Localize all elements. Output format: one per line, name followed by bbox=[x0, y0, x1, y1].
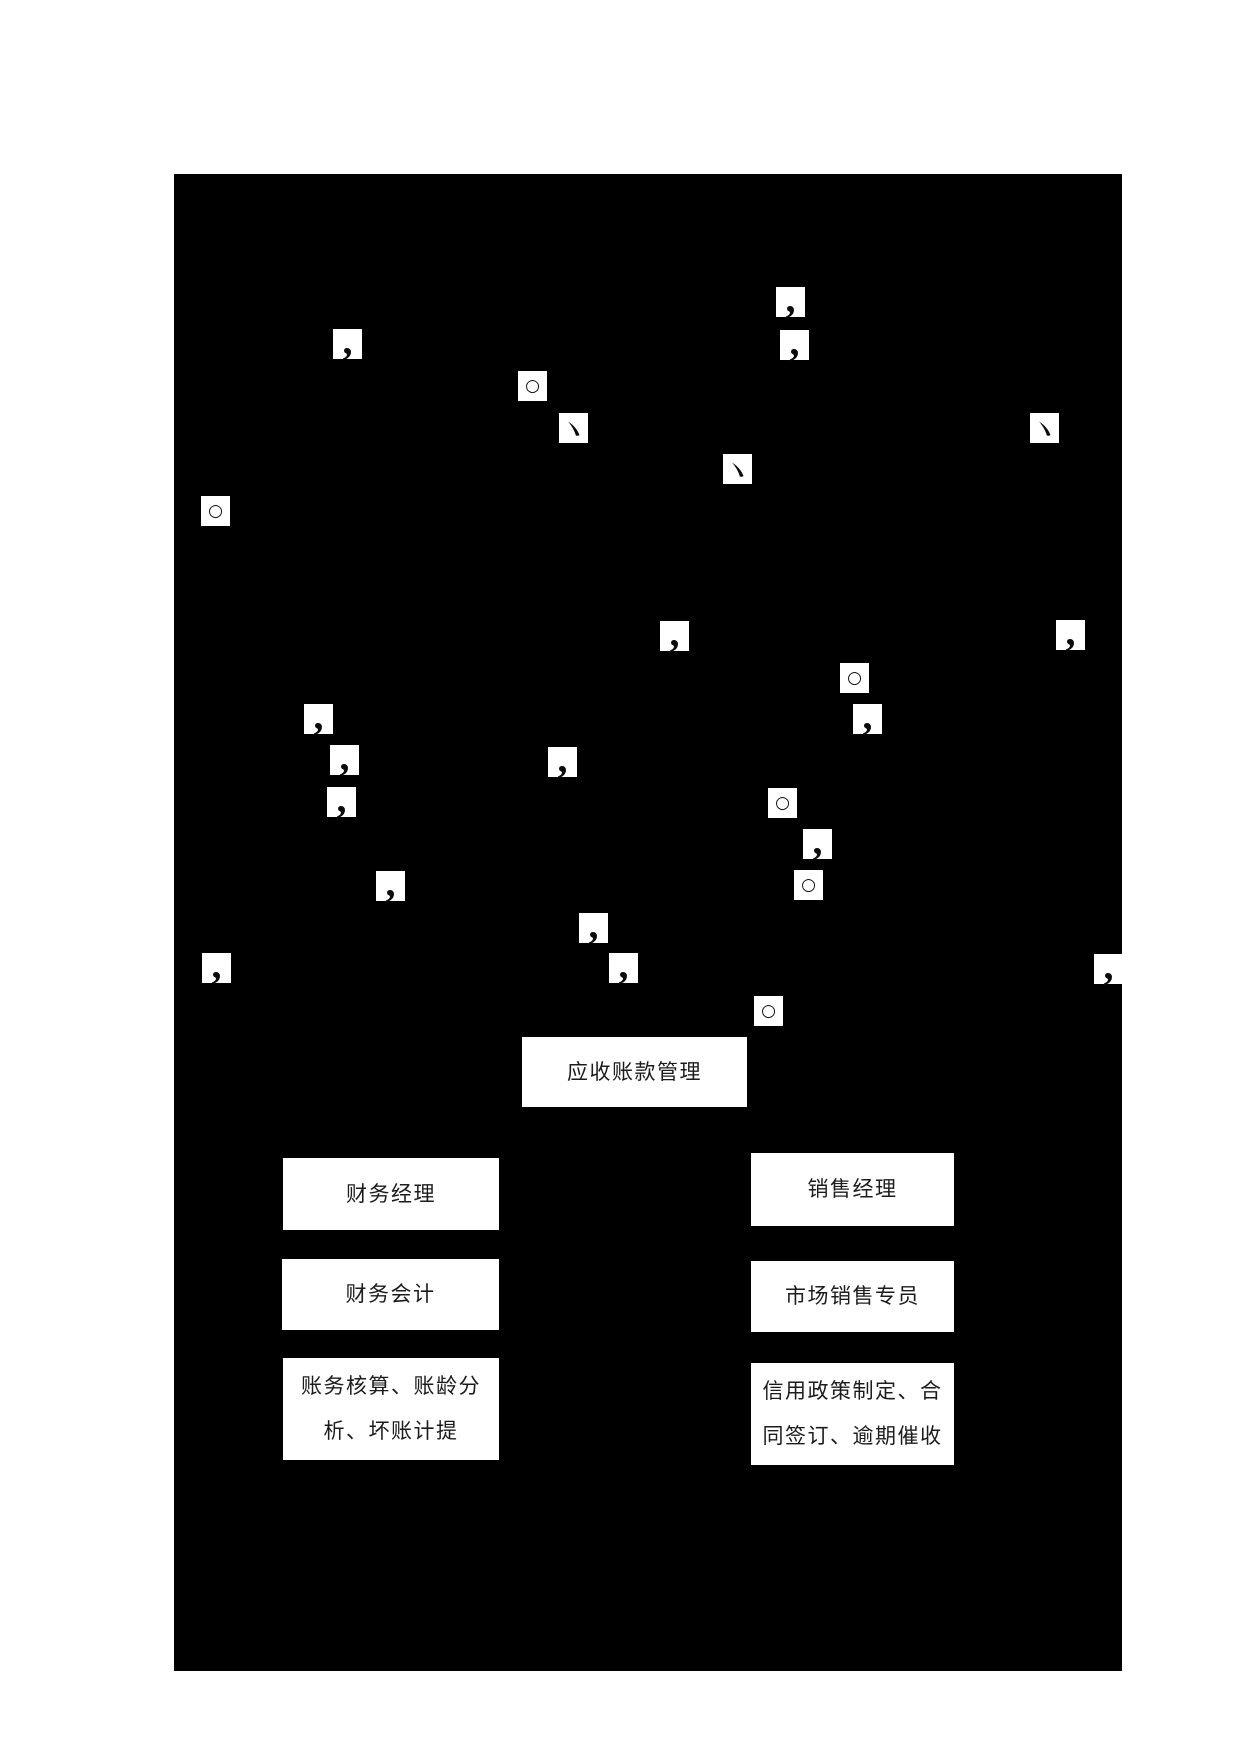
ideographic-period-mark-glyph: ○ bbox=[525, 375, 540, 396]
ideographic-period-mark: ○ bbox=[794, 870, 823, 900]
ideographic-period-mark-glyph: ○ bbox=[761, 1000, 776, 1021]
ideographic-period-mark-glyph: ○ bbox=[801, 874, 816, 895]
fullwidth-comma-mark: , bbox=[579, 905, 608, 945]
ideographic-comma-mark bbox=[723, 454, 752, 484]
fullwidth-comma-mark: , bbox=[333, 321, 362, 361]
fullwidth-comma-mark: , bbox=[803, 821, 832, 861]
ideographic-period-mark-glyph: ○ bbox=[775, 792, 790, 813]
ideographic-comma-icon bbox=[731, 462, 743, 477]
chart-box-market-sales-specialist: 市场销售专员 bbox=[751, 1261, 954, 1332]
fullwidth-comma-mark: , bbox=[548, 739, 577, 779]
ideographic-comma-mark bbox=[1030, 413, 1059, 443]
ideographic-period-mark-glyph: ○ bbox=[847, 667, 862, 688]
fullwidth-comma-mark: , bbox=[304, 696, 333, 736]
chart-box-sales-duties-line: 同签订、逾期催收 bbox=[762, 1424, 943, 1448]
ideographic-period-mark: ○ bbox=[840, 663, 869, 693]
ideographic-period-mark: ○ bbox=[768, 788, 797, 818]
ideographic-comma-mark bbox=[559, 413, 588, 443]
chart-box-sales-duties: 信用政策制定、合同签订、逾期催收 bbox=[751, 1363, 954, 1465]
fullwidth-comma-mark: , bbox=[609, 945, 638, 985]
ideographic-period-mark: ○ bbox=[754, 996, 783, 1026]
fullwidth-comma-mark: , bbox=[660, 613, 689, 653]
fullwidth-comma-mark: , bbox=[1056, 612, 1085, 652]
fullwidth-comma-mark: , bbox=[202, 945, 231, 985]
fullwidth-comma-mark: , bbox=[330, 737, 359, 777]
fullwidth-comma-mark: , bbox=[776, 279, 805, 319]
ideographic-comma-icon bbox=[567, 421, 579, 436]
chart-box-finance-duties-line: 账务核算、账龄分 bbox=[301, 1374, 481, 1398]
chart-box-sales-duties-line: 信用政策制定、合 bbox=[762, 1379, 943, 1403]
chart-box-finance-accountant: 财务会计 bbox=[282, 1259, 499, 1330]
fullwidth-comma-mark: , bbox=[780, 322, 809, 362]
chart-box-finance-duties: 账务核算、账龄分析、坏账计提 bbox=[283, 1358, 499, 1460]
ideographic-period-mark-glyph: ○ bbox=[208, 500, 223, 521]
chart-box-finance-accountant-line: 财务会计 bbox=[345, 1282, 436, 1306]
chart-box-finance-manager-line: 财务经理 bbox=[346, 1181, 436, 1206]
ideographic-period-mark: ○ bbox=[201, 496, 230, 526]
chart-box-sales-manager: 销售经理 bbox=[751, 1153, 954, 1226]
chart-box-market-sales-specialist-line: 市场销售专员 bbox=[785, 1284, 920, 1308]
fullwidth-comma-mark: , bbox=[376, 863, 405, 903]
chart-box-finance-duties-line: 析、坏账计提 bbox=[323, 1419, 459, 1443]
ideographic-comma-icon bbox=[1038, 421, 1050, 436]
fullwidth-comma-mark: , bbox=[1094, 946, 1123, 986]
fullwidth-comma-mark: , bbox=[853, 696, 882, 736]
ideographic-period-mark: ○ bbox=[518, 371, 547, 401]
chart-box-sales-manager-line: 销售经理 bbox=[807, 1177, 898, 1201]
fullwidth-comma-mark: , bbox=[327, 779, 356, 819]
chart-box-title-line: 应收账款管理 bbox=[567, 1059, 702, 1084]
chart-box-title: 应收账款管理 bbox=[522, 1037, 747, 1107]
chart-box-finance-manager: 财务经理 bbox=[283, 1158, 499, 1230]
